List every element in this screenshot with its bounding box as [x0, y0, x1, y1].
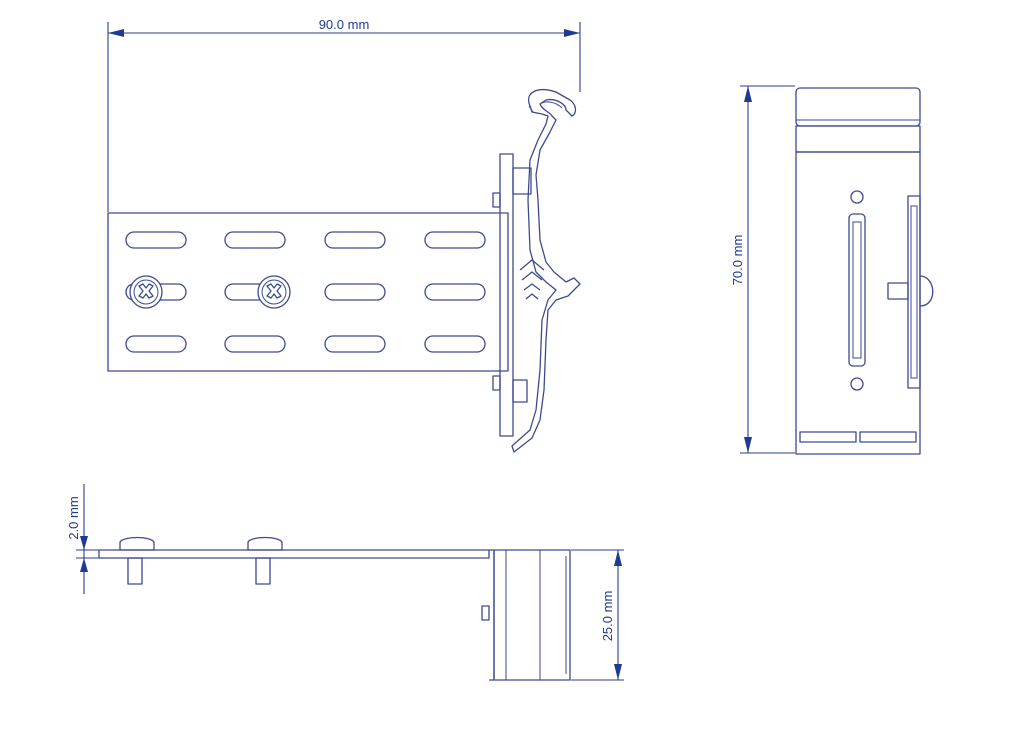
- hole-bottom: [850, 377, 864, 391]
- slot-row-top: [125, 231, 486, 249]
- din-clip-profile: [511, 89, 581, 453]
- side-clip: [907, 195, 921, 389]
- screw-right: [257, 275, 291, 309]
- dimension-thickness: 2.0 mm: [66, 484, 99, 594]
- side-view: [795, 87, 934, 455]
- slot-row-bottom: [125, 335, 486, 353]
- screw-head-right: [247, 536, 283, 551]
- dimension-height: 70.0 mm: [730, 85, 795, 454]
- dimension-width: 90.0 mm: [107, 17, 581, 212]
- brand-logo-icon: [519, 259, 545, 300]
- dimension-depth: 25.0 mm: [571, 549, 624, 681]
- clip-body-bottom: [493, 549, 571, 681]
- slot-row-middle: [125, 283, 486, 301]
- front-view: [107, 89, 581, 453]
- bottom-view: [98, 536, 571, 681]
- width-label: 90.0 mm: [319, 17, 370, 32]
- bottom-plate: [98, 549, 490, 559]
- pin-bottom: [492, 375, 501, 391]
- height-label: 70.0 mm: [730, 235, 745, 286]
- hole-top: [850, 190, 864, 204]
- depth-label: 25.0 mm: [600, 591, 615, 642]
- pin-top: [492, 192, 501, 208]
- mounting-plate: [107, 212, 509, 372]
- screw-left: [129, 275, 163, 309]
- center-slot: [848, 213, 866, 367]
- side-body: [795, 151, 921, 455]
- screw-head-left: [119, 536, 155, 551]
- back-flange: [499, 153, 514, 437]
- thickness-label: 2.0 mm: [66, 496, 81, 539]
